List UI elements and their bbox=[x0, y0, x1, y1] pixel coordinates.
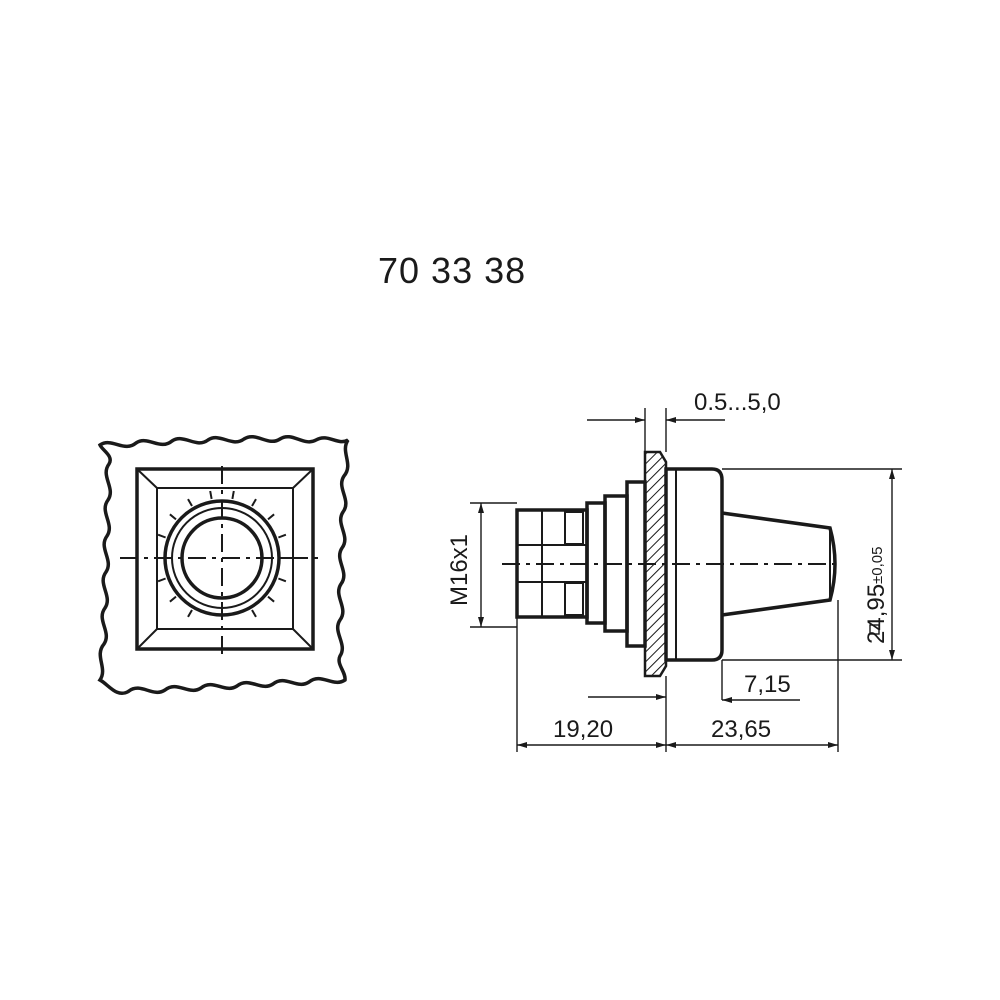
bezel-chamfer-lines bbox=[136, 468, 314, 650]
side-view bbox=[502, 450, 842, 678]
dial-tick bbox=[187, 498, 193, 507]
dial-tick bbox=[209, 490, 213, 500]
dial-tick bbox=[251, 609, 257, 618]
dial-tick bbox=[231, 490, 235, 500]
dial-tick bbox=[157, 577, 166, 583]
knob-offset-label: 7,15 bbox=[744, 671, 791, 698]
dial-tick bbox=[169, 595, 177, 603]
bezel-body bbox=[664, 467, 724, 662]
dial-tick bbox=[251, 498, 257, 507]
panel-thickness-label: 0.5...5,0 bbox=[694, 389, 781, 416]
svg-text:24,95±0,05: 24,95±0,05 bbox=[863, 547, 890, 645]
dial-tick bbox=[169, 513, 177, 521]
dial-tick bbox=[157, 533, 166, 539]
dial-tick bbox=[187, 609, 193, 618]
square-size-group: 24,95±0,05 bbox=[863, 547, 890, 645]
dimension-lines bbox=[470, 408, 902, 752]
panel-cutout-outline bbox=[97, 435, 350, 695]
dial-tick bbox=[278, 577, 287, 583]
dial-tick bbox=[267, 513, 275, 521]
square-size-label: 24,95 bbox=[863, 584, 890, 644]
square-tolerance-label: ±0,05 bbox=[869, 547, 886, 584]
square-symbol bbox=[869, 624, 880, 635]
front-centerlines bbox=[120, 466, 322, 655]
part-number: 70 33 38 bbox=[378, 250, 527, 291]
front-view bbox=[97, 435, 350, 695]
dial-tick bbox=[278, 533, 287, 539]
dial-tick bbox=[267, 595, 275, 603]
front-length-label: 23,65 bbox=[711, 716, 771, 743]
thread-label: M16x1 bbox=[446, 534, 473, 606]
rear-length-label: 19,20 bbox=[553, 716, 613, 743]
